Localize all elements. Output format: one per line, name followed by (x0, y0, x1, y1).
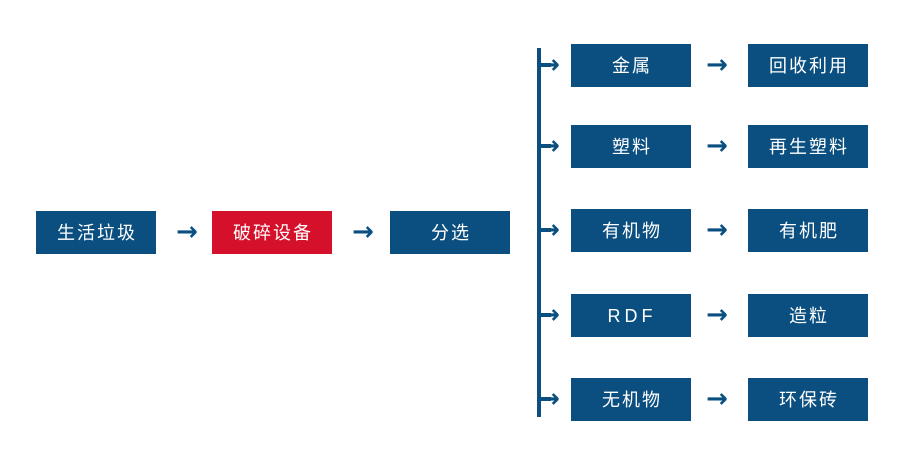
right-arrow-icon: → (352, 217, 374, 247)
node-branch-product-2[interactable]: 再生塑料 (748, 125, 868, 168)
node-branch-material-2[interactable]: 塑料 (571, 125, 691, 168)
right-arrow-icon: → (176, 217, 198, 247)
node-branch-material-1[interactable]: 金属 (571, 44, 691, 87)
node-branch-product-3[interactable]: 有机肥 (748, 209, 868, 252)
branch-bus-line (537, 48, 541, 417)
right-arrow-icon: → (706, 300, 728, 330)
node-main-crusher[interactable]: 破碎设备 (212, 211, 332, 254)
node-main-waste-input[interactable]: 生活垃圾 (36, 211, 156, 254)
right-arrow-icon: → (706, 215, 728, 245)
node-branch-product-5[interactable]: 环保砖 (748, 378, 868, 421)
right-arrow-icon: → (706, 384, 728, 414)
right-arrow-icon: → (538, 50, 560, 80)
bus-stub (537, 313, 551, 317)
right-arrow-icon: → (538, 215, 560, 245)
bus-stub (537, 397, 551, 401)
node-branch-product-1[interactable]: 回收利用 (748, 44, 868, 87)
bus-stub (537, 144, 551, 148)
node-branch-material-5[interactable]: 无机物 (571, 378, 691, 421)
bus-stub (537, 228, 551, 232)
right-arrow-icon: → (538, 300, 560, 330)
right-arrow-icon: → (538, 384, 560, 414)
node-branch-product-4[interactable]: 造粒 (748, 294, 868, 337)
node-branch-material-3[interactable]: 有机物 (571, 209, 691, 252)
node-branch-material-4[interactable]: RDF (571, 294, 691, 337)
right-arrow-icon: → (706, 50, 728, 80)
node-main-sorting[interactable]: 分选 (390, 211, 510, 254)
right-arrow-icon: → (538, 131, 560, 161)
right-arrow-icon: → (706, 131, 728, 161)
bus-stub (537, 63, 551, 67)
